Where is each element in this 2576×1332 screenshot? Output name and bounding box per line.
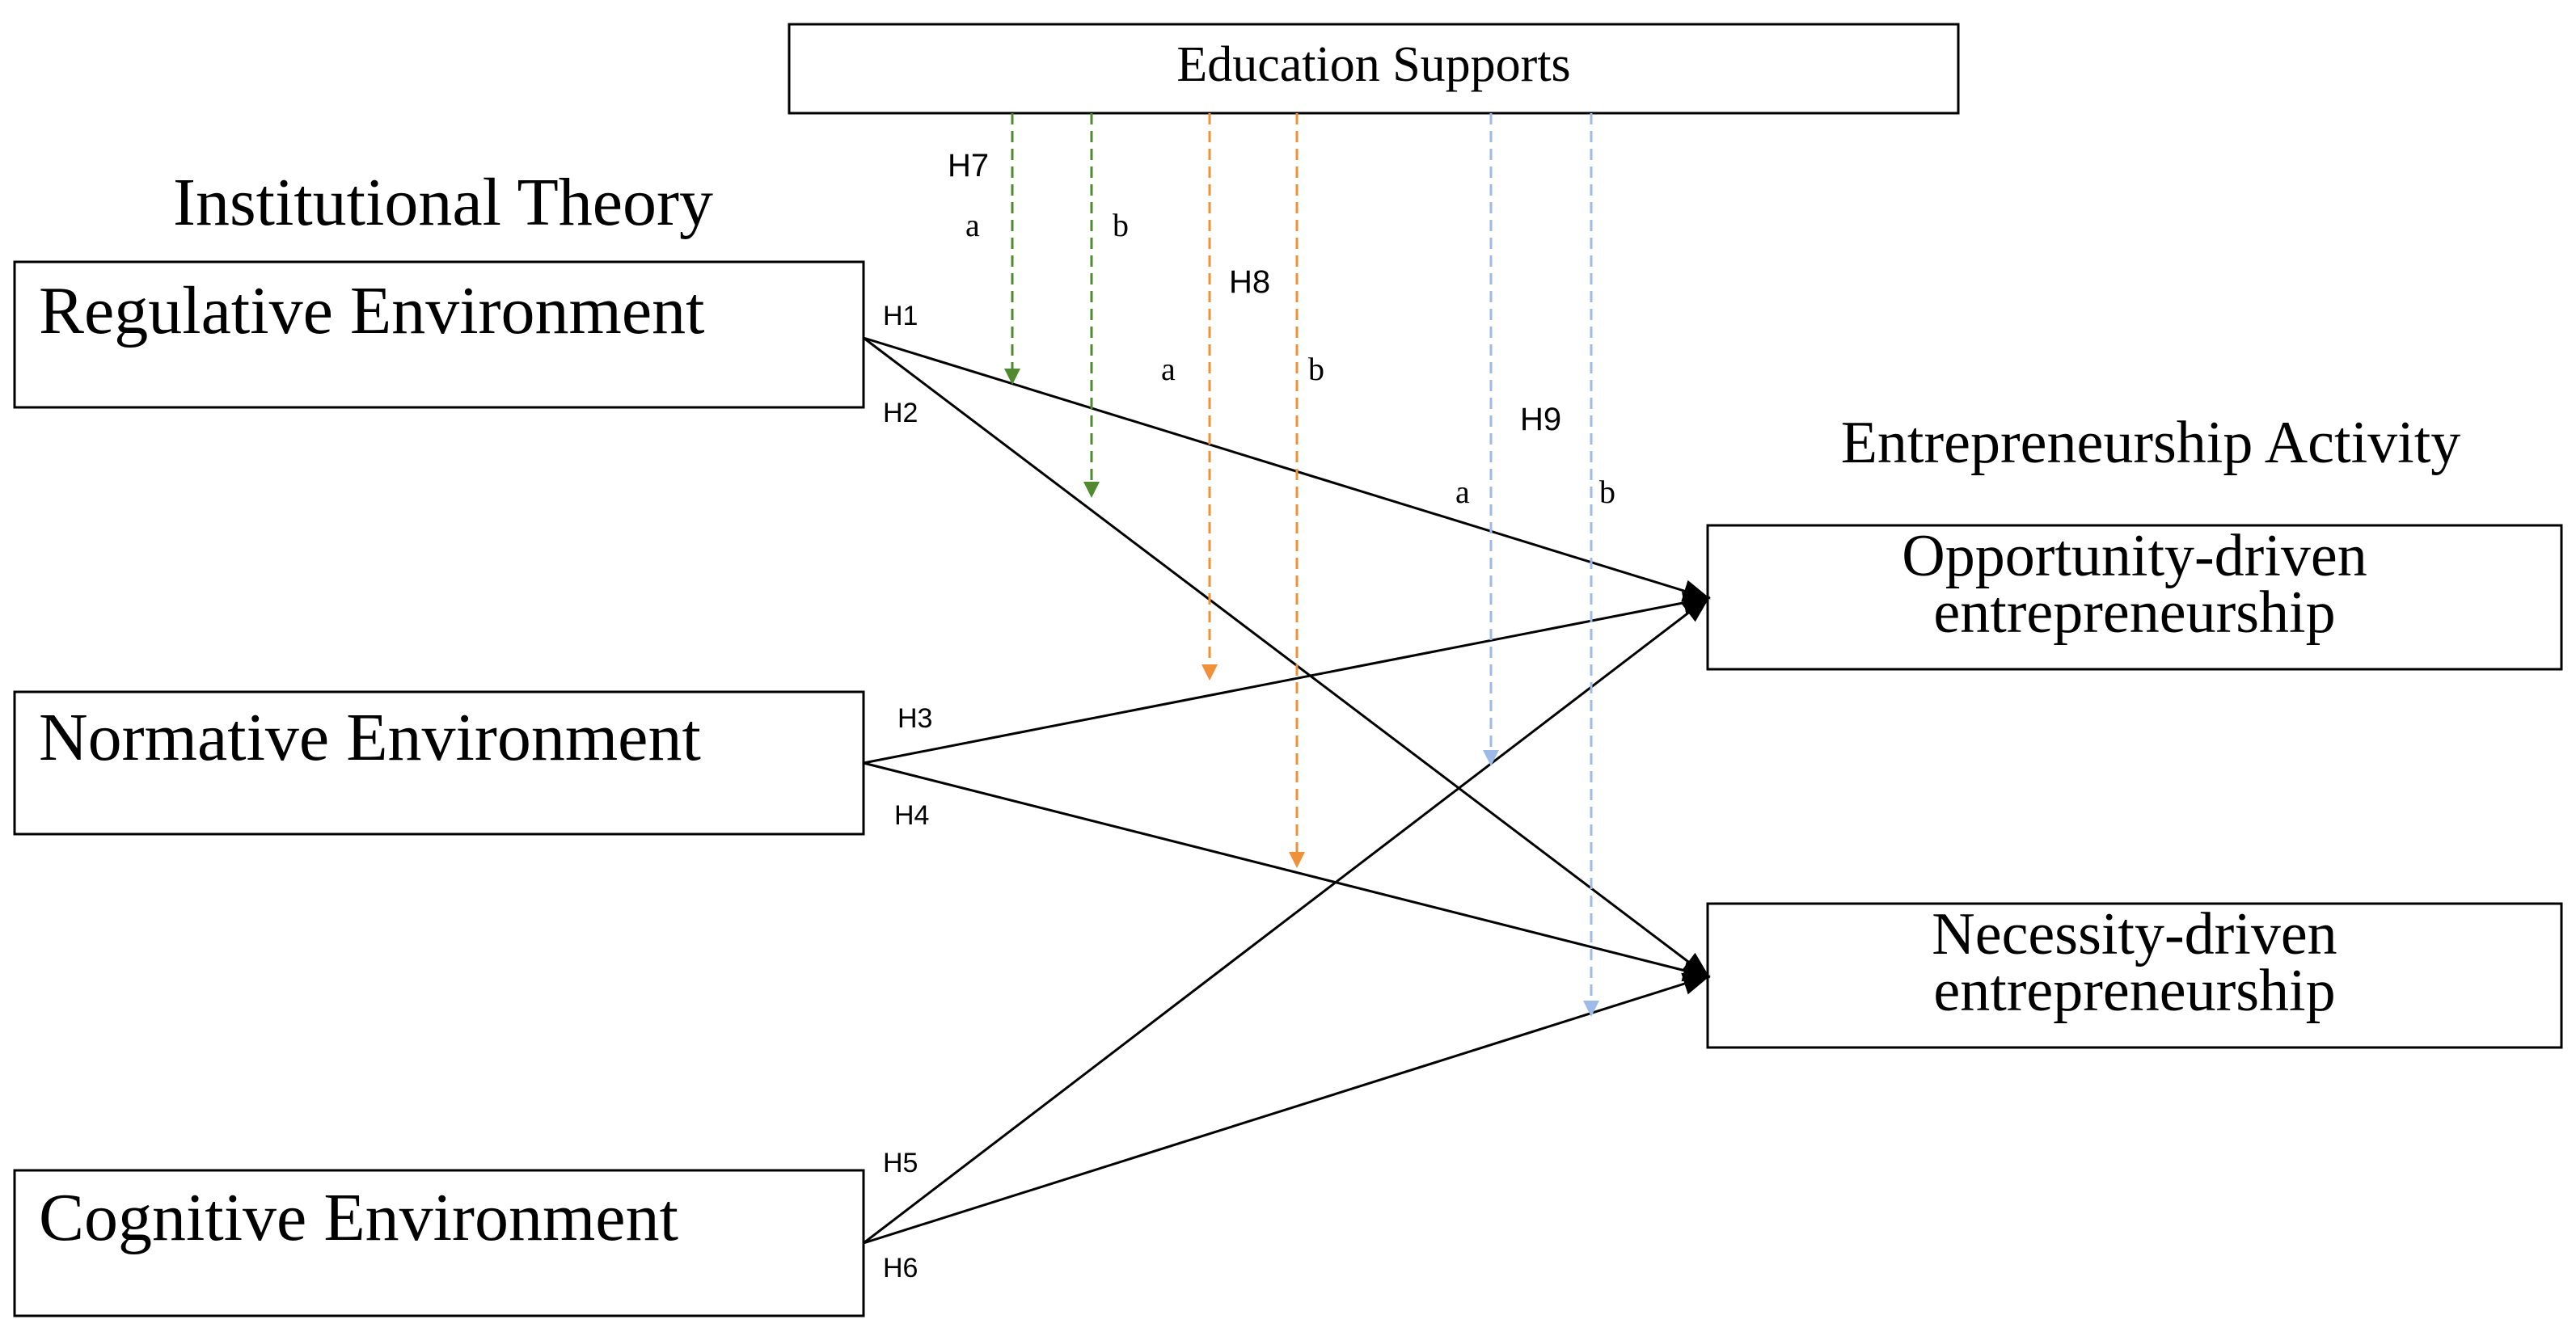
regulative-label: Regulative Environment	[39, 273, 704, 348]
node-education-supports: Education Supports	[788, 23, 1960, 115]
path-h2	[863, 336, 1711, 979]
label-h2: H2	[883, 398, 918, 428]
label-h6: H6	[883, 1253, 918, 1284]
normative-label: Normative Environment	[39, 700, 701, 775]
label-h3: H3	[897, 703, 932, 734]
cognitive-box	[13, 1169, 865, 1317]
education-supports-label: Education Supports	[1176, 37, 1570, 92]
normative-box	[13, 690, 865, 836]
label-h7: H7	[948, 148, 989, 183]
path-h4	[863, 761, 1711, 982]
node-normative: Normative Environment	[13, 690, 865, 836]
opportunity-label-line2: entrepreneurship	[1933, 580, 2335, 646]
path-h5	[863, 596, 1711, 1245]
label-h9-b: b	[1599, 474, 1615, 510]
opportunity-box	[1706, 524, 2563, 671]
label-h4: H4	[894, 800, 929, 831]
necessity-label-line2: entrepreneurship	[1933, 958, 2335, 1024]
regulative-box	[13, 260, 865, 409]
label-h9: H9	[1520, 402, 1561, 437]
node-regulative: Regulative Environment	[13, 260, 865, 409]
path-h3	[863, 592, 1711, 765]
label-h9-a: a	[1455, 474, 1470, 510]
opportunity-label-line1: Opportunity-driven	[1902, 523, 2367, 589]
entrepreneurship-activity-heading: Entrepreneurship Activity	[1841, 410, 2461, 476]
label-h5: H5	[883, 1148, 918, 1178]
node-cognitive: Cognitive Environment	[13, 1169, 865, 1317]
label-h7-b: b	[1113, 207, 1129, 243]
label-h7-a: a	[965, 207, 980, 243]
path-h1	[863, 336, 1711, 602]
node-opportunity: Opportunity-driven entrepreneurship	[1706, 523, 2563, 671]
institutional-theory-heading: Institutional Theory	[173, 165, 713, 240]
necessity-box	[1706, 902, 2563, 1049]
node-necessity: Necessity-driven entrepreneurship	[1706, 901, 2563, 1049]
label-h8: H8	[1229, 264, 1270, 300]
label-h8-b: b	[1308, 351, 1324, 387]
necessity-label-line1: Necessity-driven	[1932, 901, 2337, 967]
cognitive-label: Cognitive Environment	[39, 1180, 678, 1255]
label-h1: H1	[883, 301, 918, 331]
education-supports-box	[788, 23, 1960, 115]
path-h6	[863, 972, 1711, 1245]
label-h8-a: a	[1161, 351, 1176, 387]
